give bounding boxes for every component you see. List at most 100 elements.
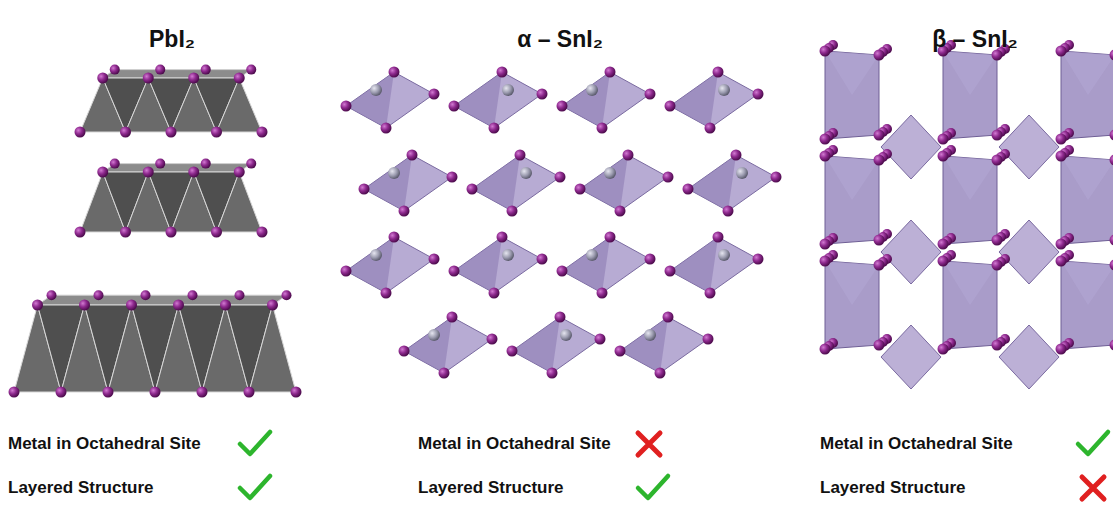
iodine-atom [874, 50, 885, 61]
iodine-atom [173, 300, 184, 311]
iodine-atom [47, 290, 57, 300]
iodine-atom [32, 300, 43, 311]
octahedron-column [825, 51, 879, 139]
criterion-label: Metal in Octahedral Site [8, 434, 201, 454]
iodine-atom [663, 312, 674, 323]
iodine-atom [665, 266, 676, 277]
iodine-atom [992, 340, 1003, 351]
iodine-atom [537, 89, 548, 100]
iodine-atom [615, 346, 626, 357]
iodine-atom [257, 227, 268, 238]
iodine-atom [705, 123, 716, 134]
iodine-atom [407, 150, 418, 161]
iodine-atom [723, 206, 734, 217]
iodine-atom [429, 254, 440, 265]
iodine-atom [1056, 46, 1067, 57]
iodine-atom [575, 184, 586, 195]
iodine-atom [992, 155, 1003, 166]
iodine-atom [663, 172, 674, 183]
tin-atom [370, 84, 382, 96]
iodine-atom [399, 346, 410, 357]
distorted-polyhedron [346, 72, 434, 128]
iodine-atom [645, 254, 656, 265]
iodine-atom [489, 123, 500, 134]
iodine-atom [244, 387, 255, 398]
iodine-atom [188, 290, 198, 300]
octahedron-face [825, 51, 879, 95]
polyhedron-face [562, 237, 610, 293]
octahedron-face [249, 305, 296, 392]
iodine-atom [555, 172, 566, 183]
iodine-atom [1110, 50, 1113, 61]
iodine-atom [110, 159, 120, 169]
iodine-atom [605, 67, 616, 78]
iodine-atom [234, 167, 245, 178]
polyhedron-face [670, 237, 718, 293]
iodine-atom [820, 46, 831, 57]
iodine-atom [211, 227, 222, 238]
iodine-atom [267, 300, 278, 311]
polyhedron-face [620, 317, 668, 373]
iodine-atom [820, 239, 831, 250]
iodine-atom [94, 290, 104, 300]
iodine-atom [497, 232, 508, 243]
iodine-atom [246, 65, 256, 75]
iodine-atom [753, 254, 764, 265]
iodine-atom [874, 260, 885, 271]
polyhedron-face [454, 237, 502, 293]
iodine-atom [557, 266, 568, 277]
iodine-atom [143, 73, 154, 84]
distorted-polyhedron [580, 155, 668, 211]
iodine-atom [246, 159, 256, 169]
iodine-atom [439, 368, 450, 379]
criterion-label: Metal in Octahedral Site [418, 434, 611, 454]
iodine-atom [555, 312, 566, 323]
iodine-atom [97, 167, 108, 178]
tin-atom [370, 249, 382, 261]
iodine-atom [938, 239, 949, 250]
tin-atom [560, 329, 572, 341]
iodine-atom [771, 172, 782, 183]
distorted-polyhedron [512, 317, 600, 373]
iodine-atom [141, 290, 151, 300]
iodine-atom [211, 127, 222, 138]
tin-atom [586, 249, 598, 261]
iodine-atom [874, 235, 885, 246]
iodine-atom [489, 288, 500, 299]
iodine-atom [97, 73, 108, 84]
iodine-atom [820, 344, 831, 355]
polyhedron-face [454, 72, 502, 128]
octahedron-face [1061, 156, 1113, 200]
iodine-atom [257, 127, 268, 138]
octahedron-face [943, 156, 997, 200]
iodine-atom [120, 227, 131, 238]
iodine-atom [291, 387, 302, 398]
bridging-octahedron [999, 220, 1059, 284]
polyhedron-face [670, 72, 718, 128]
polyhedron-face [346, 72, 394, 128]
iodine-atom [197, 387, 208, 398]
iodine-atom [507, 346, 518, 357]
criterion-label: Layered Structure [8, 478, 154, 498]
iodine-atom [467, 184, 478, 195]
iodine-atom [938, 344, 949, 355]
iodine-atom [341, 101, 352, 112]
iodine-atom [820, 256, 831, 267]
check-mark [638, 476, 668, 498]
polyhedron-face [404, 317, 452, 373]
iodine-atom [234, 73, 245, 84]
iodine-atom [155, 65, 165, 75]
octahedron-face [943, 261, 997, 305]
iodine-atom [820, 134, 831, 145]
iodine-atom [595, 334, 606, 345]
iodine-atom [992, 260, 1003, 271]
octahedron-column [943, 156, 997, 244]
tin-atom [520, 167, 532, 179]
bridging-octahedron [881, 220, 941, 284]
octahedron-face [943, 51, 997, 95]
distorted-polyhedron [472, 155, 560, 211]
octahedra-top-face [38, 295, 287, 305]
criterion-label: Layered Structure [820, 478, 966, 498]
iodine-atom [683, 184, 694, 195]
distorted-polyhedron [562, 237, 650, 293]
